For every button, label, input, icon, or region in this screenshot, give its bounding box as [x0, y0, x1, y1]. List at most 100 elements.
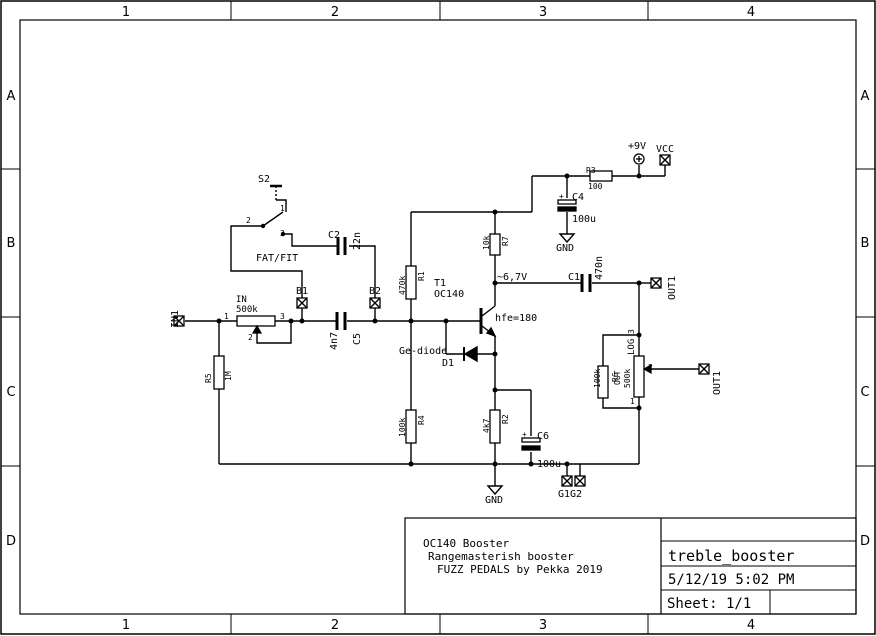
- r4-value-label: 100k: [398, 418, 407, 437]
- rotated-labels: 22n 4n7 C5 R5 1M 470k R1 100k R4 10k R7 …: [204, 232, 723, 437]
- title-block: OC140 Booster Rangemasterish booster FUZ…: [404, 517, 857, 615]
- b2-pad: [369, 297, 381, 309]
- r6-value-label: 100k: [593, 369, 602, 388]
- in-pot-pin2-label: 2: [248, 333, 253, 342]
- col-label-1-bottom: 1: [122, 618, 130, 633]
- c1-name-label: C1: [568, 272, 580, 283]
- sheet-date: 5/12/19 5:02 PM: [668, 572, 794, 588]
- ground-symbols: [486, 233, 576, 496]
- c4-value-label: 100u: [572, 214, 596, 225]
- vc-label: ~6,7V: [497, 272, 527, 283]
- junctions: [216, 173, 642, 467]
- col-label-2-bottom: 2: [331, 618, 339, 633]
- col-label-2-top: 2: [331, 5, 339, 20]
- row-label-c-left: C: [6, 385, 15, 400]
- r5-value-label: 1M: [224, 371, 233, 381]
- out1-right-label: OUT1: [712, 371, 723, 395]
- title-desc-line1: OC140 Booster: [423, 537, 509, 550]
- s2-pin2-label: 2: [246, 216, 251, 225]
- col-label-3-bottom: 3: [539, 618, 547, 633]
- capacitors: [335, 237, 592, 330]
- r4-name-label: R4: [417, 415, 426, 425]
- c6-value-label: 100u: [537, 459, 561, 470]
- b2-label: B2: [369, 286, 381, 297]
- r7-name-label: R7: [501, 236, 510, 246]
- r3-name-label: R3: [586, 166, 596, 175]
- gnd-bottom-label: GND: [485, 495, 503, 506]
- row-label-b-right: B: [861, 236, 870, 251]
- electrolytic-caps: + +: [521, 192, 577, 451]
- r1-body: [405, 265, 417, 300]
- resistors: [213, 170, 645, 444]
- c4-plate-neg: [557, 206, 577, 212]
- pot-wipers: [251, 324, 652, 375]
- col-label-4-top: 4: [747, 5, 755, 20]
- out-pot-name-label: OUT: [613, 370, 622, 385]
- b1-pad: [296, 297, 308, 309]
- in-pot-pin1-label: 1: [224, 312, 229, 321]
- gnd-bottom-symbol: [486, 485, 504, 496]
- s2-label: S2: [258, 174, 270, 185]
- c4-plate-pos: [557, 199, 577, 205]
- r5-name-label: R5: [204, 373, 213, 383]
- c2-name-label: C2: [328, 230, 340, 241]
- r7-value-label: 10k: [482, 235, 491, 250]
- out-pot-taper-label: LOG: [627, 339, 637, 355]
- hfe-label: hfe=180: [495, 313, 537, 324]
- s2-pin1-label: 1: [280, 204, 285, 213]
- plus9v-label: +9V: [628, 141, 646, 152]
- frame-labels: 1 2 3 4 1 2 3 4 A B C D A B C D: [6, 5, 870, 633]
- out-pot-pin2-label: 2: [648, 363, 653, 372]
- ge-diode-label: Ge-diode: [399, 346, 447, 357]
- c6-plate-neg: [521, 445, 541, 451]
- schematic: + +: [170, 141, 723, 506]
- in-pot-wiper-arrow: [251, 324, 263, 334]
- title-desc-line3: FUZZ PEDALS by Pekka 2019: [437, 563, 603, 576]
- vcc-label: VCC: [656, 144, 674, 155]
- c2-value-label: 22n: [352, 232, 363, 250]
- connector-pads: [173, 154, 710, 487]
- transistor-t1: [479, 305, 497, 338]
- row-label-b-left: B: [7, 236, 16, 251]
- c4-name-label: C4: [572, 192, 584, 203]
- c6-plus-mark: +: [522, 430, 527, 439]
- col-label-4-bottom: 4: [747, 618, 755, 633]
- r7-body: [489, 233, 501, 256]
- r6-body: [597, 365, 609, 399]
- row-label-a-left: A: [7, 89, 16, 104]
- t1-name-label: T1: [434, 278, 446, 289]
- out-pot-pin3-label: 3: [627, 329, 636, 334]
- diode-d1: [463, 345, 478, 363]
- in1-label: IN1: [170, 310, 181, 328]
- row-label-d-left: D: [6, 534, 16, 549]
- sheet-name: treble_booster: [668, 547, 794, 565]
- s2-pin3-label: 3: [280, 229, 285, 238]
- r1-name-label: R1: [417, 271, 426, 281]
- c6-plate-pos: [521, 437, 541, 443]
- row-label-a-right: A: [861, 89, 870, 104]
- vcc-pad: [659, 154, 671, 166]
- gnd-top-label: GND: [556, 243, 574, 254]
- c5-name-label: C5: [352, 333, 363, 345]
- out-pot-body: [633, 355, 645, 398]
- r6-name-label: R6: [611, 372, 620, 382]
- col-label-3-top: 3: [539, 5, 547, 20]
- r2-value-label: 4k7: [482, 418, 491, 433]
- out-pot-wiper-arrow: [642, 363, 652, 375]
- in-pot-pin3-label: 3: [280, 312, 285, 321]
- r2-body: [489, 409, 501, 444]
- g2-pad: [574, 475, 586, 487]
- t1-type-label: OC140: [434, 289, 464, 300]
- c1-value-label: 470n: [594, 256, 605, 280]
- in-pot-body: [236, 315, 276, 327]
- r3-body: [589, 170, 613, 182]
- row-label-d-right: D: [860, 534, 870, 549]
- out1-top-pad: [650, 277, 662, 289]
- fat-fit-label: FAT/FIT: [256, 253, 298, 264]
- gnd-top-symbol: [558, 233, 576, 244]
- r4-body: [405, 409, 417, 444]
- sheet-number: Sheet: 1/1: [667, 596, 751, 612]
- g1-pad: [561, 475, 573, 487]
